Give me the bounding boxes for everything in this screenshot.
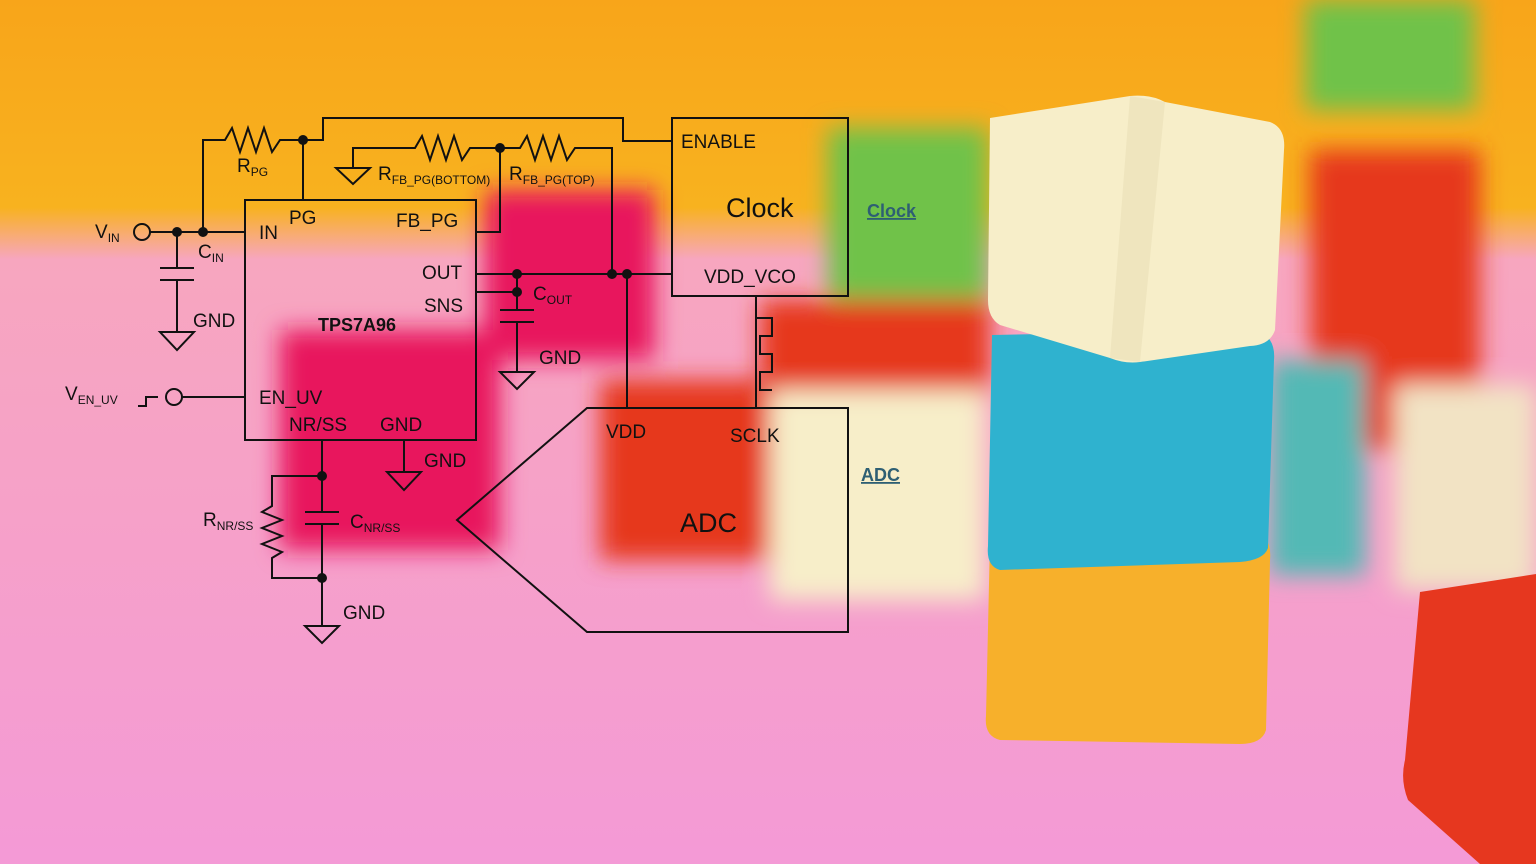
rfb-divider (333, 132, 613, 274)
out-node (476, 269, 672, 408)
pin-nr-ss-label: NR/SS (289, 415, 347, 436)
vin-label: VIN (95, 222, 120, 245)
cyan-block (987, 330, 1275, 570)
rpg-resistor (202, 117, 672, 232)
clock-link[interactable]: Clock (867, 201, 917, 221)
rpg-label: RPG (237, 156, 268, 179)
pin-en-uv-label: EN_UV (259, 388, 323, 409)
adc-block (455, 407, 849, 633)
nr-ss-network (259, 440, 342, 645)
yellow-block (985, 532, 1271, 744)
pin-pg-label: PG (289, 208, 316, 229)
clock-block (671, 117, 849, 297)
clock-enable-label: ENABLE (681, 132, 756, 153)
adc-sclk-label: SCLK (730, 426, 780, 447)
gnd-label-cin: GND (193, 311, 235, 332)
blurred-cream-block-right (1395, 385, 1536, 590)
pin-out-label: OUT (422, 263, 463, 284)
blurred-teal-block (1270, 360, 1365, 575)
pin-in-label: IN (259, 223, 278, 244)
ic-ground (384, 440, 424, 492)
blurred-green-block (1305, 0, 1475, 110)
rfb-bottom-label: RFB_PG(BOTTOM) (378, 164, 490, 187)
gnd-label-nr: GND (343, 603, 385, 624)
rnr-label: RNR/SS (203, 510, 253, 533)
rfb-top-label: RFB_PG(TOP) (509, 164, 595, 187)
cout-label: COUT (533, 284, 573, 307)
gnd-label-cout: GND (539, 348, 581, 369)
red-block-corner (1403, 574, 1536, 864)
schematic: VIN CIN RPG RFB_PG(BOTTOM) RFB_PG(TOP) G… (65, 117, 849, 645)
clock-title: Clock (726, 193, 794, 223)
tps7a96-ic (244, 199, 477, 441)
pin-sns-label: SNS (424, 296, 463, 317)
pin-gnd-label: GND (380, 415, 422, 436)
clock-vdd-vco-label: VDD_VCO (704, 267, 796, 288)
blurred-cream-block (770, 390, 985, 600)
block-stack (985, 95, 1285, 744)
adc-link[interactable]: ADC (861, 465, 900, 485)
cnr-label: CNR/SS (350, 512, 400, 535)
cream-block-shade (1110, 96, 1165, 362)
gnd-label-ic: GND (424, 451, 466, 472)
cin-label: CIN (198, 242, 224, 265)
adc-vdd-label: VDD (606, 422, 646, 443)
ic-name-label: TPS7A96 (318, 315, 396, 335)
blurred-red-block-center (600, 380, 790, 560)
ven-label: VEN_UV (65, 384, 118, 407)
adc-title: ADC (680, 508, 737, 538)
pin-fb-pg-label: FB_PG (396, 211, 458, 232)
cin-capacitor (157, 232, 197, 352)
sclk-signal (755, 296, 773, 408)
en-uv-input (138, 388, 245, 407)
blurred-green-block-mid (828, 128, 988, 318)
blurred-red-block-mid (760, 300, 990, 400)
